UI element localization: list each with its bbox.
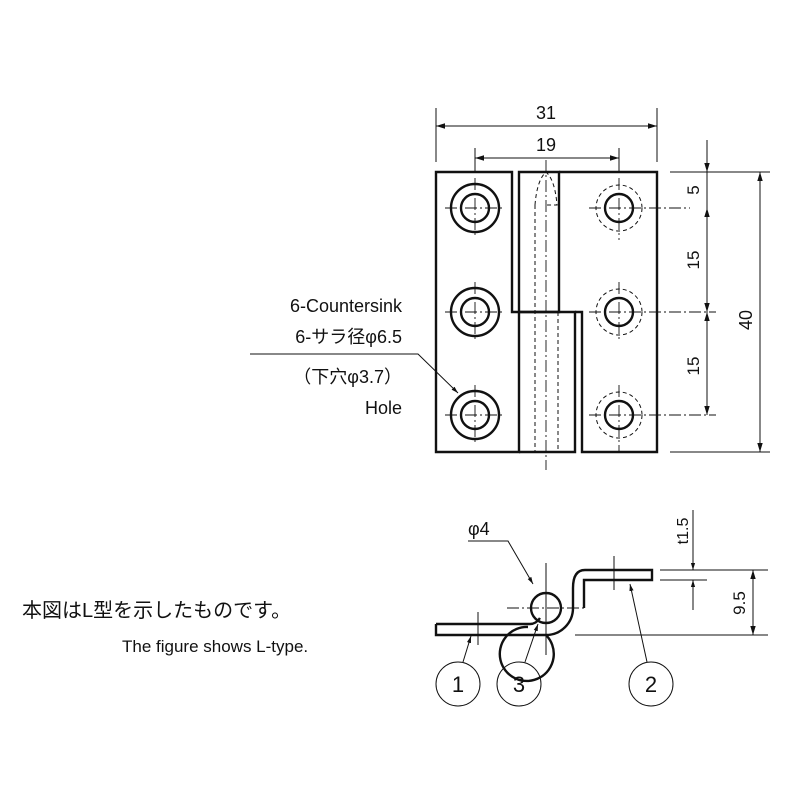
side-view: φ4 t1.5 9.5 1 3 2 (434, 510, 768, 707)
dim-9.5-label: 9.5 (730, 591, 749, 615)
dimension-pin-diameter: φ4 (468, 519, 534, 585)
dim-19-label: 19 (536, 135, 556, 155)
dimension-31: 31 (435, 103, 658, 162)
callout-countersink: 6-Countersink (290, 296, 403, 316)
balloon-3-label: 3 (513, 672, 525, 697)
countersink-hole (445, 178, 505, 238)
dimension-height: 9.5 (575, 570, 768, 636)
vertical-dimensions: 5 15 15 40 (670, 140, 770, 453)
dim-40-label: 40 (736, 310, 756, 330)
dim-phi4-label: φ4 (468, 519, 490, 539)
callout-hole: Hole (365, 398, 402, 418)
dim-31-label: 31 (536, 103, 556, 123)
hinge-profile (434, 568, 654, 637)
balloon-2-label: 2 (645, 672, 657, 697)
countersink-holes (445, 178, 716, 452)
hidden-countersink-hole (589, 385, 716, 452)
dim-15-upper-label: 15 (684, 251, 703, 270)
dim-5-label: 5 (684, 185, 703, 194)
hidden-countersink-hole (589, 178, 690, 240)
part-balloon-3: 3 (496, 623, 542, 707)
dimension-19: 19 (474, 135, 620, 172)
dim-t1.5-label: t1.5 (675, 518, 692, 545)
callout-countersink-diameter: 6-サラ径φ6.5 (295, 327, 402, 347)
part-balloon-1: 1 (435, 635, 481, 707)
part-balloon-2: 2 (628, 583, 674, 707)
top-view: 31 19 5 15 15 40 (434, 103, 770, 470)
hidden-countersink-hole (589, 282, 716, 342)
balloon-1-label: 1 (452, 672, 464, 697)
l-type-note: 本図はL型を示したものです。 The figure shows L-type. (22, 599, 308, 656)
note-japanese: 本図はL型を示したものです。 (22, 599, 291, 622)
callout-pilot-hole-diameter: （下穴φ3.7） (293, 367, 402, 387)
knuckle-hidden-lines (534, 171, 559, 452)
note-english: The figure shows L-type. (122, 637, 308, 656)
countersink-hole (445, 385, 505, 445)
callout-leader (250, 353, 459, 394)
dimension-thickness: t1.5 (660, 510, 768, 610)
countersink-hole (445, 282, 505, 342)
hole-callout: 6-Countersink 6-サラ径φ6.5 （下穴φ3.7） Hole (250, 296, 459, 418)
dim-15-lower-label: 15 (684, 357, 703, 376)
